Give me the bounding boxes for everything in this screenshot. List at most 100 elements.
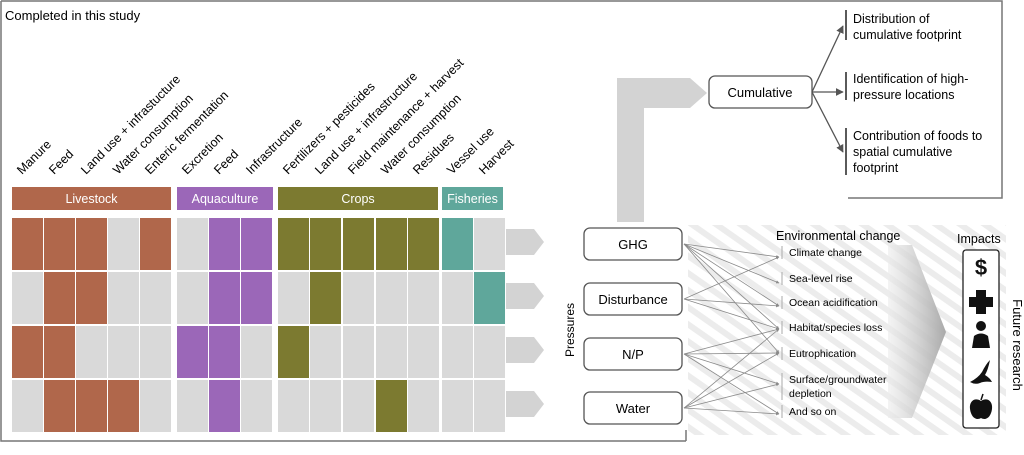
link-line bbox=[683, 351, 780, 355]
link-line bbox=[683, 353, 780, 415]
outcome-text: Distribution of bbox=[853, 12, 930, 26]
matrix-cell bbox=[177, 218, 208, 270]
matrix-cell bbox=[278, 326, 309, 378]
link-line bbox=[683, 243, 780, 354]
row-arrow bbox=[506, 229, 544, 255]
matrix-cell bbox=[343, 272, 374, 324]
row-arrow bbox=[506, 391, 544, 417]
matrix-cell bbox=[209, 380, 240, 432]
outcome-text: footprint bbox=[853, 161, 899, 175]
matrix-cell bbox=[376, 326, 407, 378]
environmental-change: depletion bbox=[789, 388, 832, 400]
pressure-box bbox=[583, 227, 683, 261]
matrix-cell bbox=[12, 272, 43, 324]
environmental-change-title: Environmental change bbox=[776, 229, 900, 243]
matrix-cell bbox=[76, 218, 107, 270]
matrix-cell bbox=[177, 272, 208, 324]
matrix-cell bbox=[44, 326, 75, 378]
matrix-cell bbox=[108, 272, 139, 324]
outcome-text: cumulative footprint bbox=[853, 28, 962, 42]
matrix-cell bbox=[140, 272, 171, 324]
matrix-cell bbox=[44, 272, 75, 324]
matrix-cell bbox=[44, 380, 75, 432]
matrix-cell bbox=[310, 218, 341, 270]
outcome-text: Contribution of foods to bbox=[853, 129, 982, 143]
link-line bbox=[683, 407, 780, 416]
link-line bbox=[683, 383, 780, 409]
column-label: Feed bbox=[46, 147, 76, 177]
matrix-cell bbox=[140, 380, 171, 432]
group-label: Crops bbox=[341, 192, 374, 206]
outcomes: Distribution of cumulative footprintIdent… bbox=[853, 12, 982, 175]
matrix-cell bbox=[474, 218, 505, 270]
matrix bbox=[12, 218, 505, 432]
matrix-cell bbox=[376, 218, 407, 270]
outcome-arrow-3 bbox=[811, 91, 844, 153]
link-line bbox=[683, 328, 780, 409]
matrix-cell bbox=[241, 218, 272, 270]
link-line bbox=[683, 243, 780, 307]
link-line bbox=[683, 243, 780, 259]
matrix-cell bbox=[408, 218, 439, 270]
pressures-label: Pressures bbox=[563, 303, 577, 357]
cumulative-label: Cumulative bbox=[727, 85, 792, 100]
cumulative-arrow bbox=[617, 78, 707, 222]
link-line bbox=[683, 256, 780, 300]
study-frame bbox=[0, 1, 686, 442]
column-label: Feed bbox=[211, 147, 241, 177]
group-label: Livestock bbox=[65, 192, 118, 206]
column-label: Manure bbox=[14, 137, 54, 177]
group-header bbox=[442, 187, 503, 210]
link-line bbox=[683, 328, 780, 355]
apple-icon bbox=[969, 393, 993, 419]
pressure-label: Water bbox=[616, 401, 651, 416]
matrix-cell bbox=[474, 272, 505, 324]
matrix-cell bbox=[408, 380, 439, 432]
matrix-cell bbox=[343, 218, 374, 270]
outcome-text: pressure locations bbox=[853, 88, 954, 102]
matrix-cell bbox=[76, 326, 107, 378]
link-line bbox=[683, 352, 780, 409]
link-line bbox=[683, 243, 780, 284]
environmental-change: Sea-level rise bbox=[789, 273, 853, 285]
matrix-cell bbox=[408, 326, 439, 378]
group-header bbox=[278, 187, 438, 210]
link-line bbox=[683, 243, 780, 330]
matrix-cell bbox=[278, 380, 309, 432]
environmental-change: Habitat/species loss bbox=[789, 322, 882, 334]
matrix-cell bbox=[76, 380, 107, 432]
matrix-cell bbox=[108, 326, 139, 378]
matrix-cell bbox=[278, 272, 309, 324]
matrix-cell bbox=[177, 326, 208, 378]
link-line bbox=[683, 298, 780, 330]
row-arrow bbox=[506, 283, 544, 309]
matrix-cell bbox=[12, 380, 43, 432]
link-line bbox=[683, 298, 780, 308]
environmental-change: Ocean acidification bbox=[789, 297, 878, 309]
matrix-cell bbox=[140, 326, 171, 378]
matrix-cell bbox=[442, 326, 473, 378]
impacts-arrow bbox=[888, 245, 946, 418]
matrix-cell bbox=[44, 218, 75, 270]
environmental-change: Climate change bbox=[789, 247, 862, 259]
impacts-title: Impacts bbox=[957, 232, 1001, 246]
matrix-cell bbox=[343, 326, 374, 378]
matrix-cell bbox=[209, 272, 240, 324]
matrix-cell bbox=[408, 272, 439, 324]
matrix-cell bbox=[140, 218, 171, 270]
matrix-cell bbox=[310, 326, 341, 378]
matrix-cell bbox=[442, 272, 473, 324]
matrix-cell bbox=[241, 272, 272, 324]
pressure-label: Disturbance bbox=[598, 292, 667, 307]
outcome-arrow-1 bbox=[811, 25, 844, 93]
matrix-cell bbox=[442, 380, 473, 432]
matrix-cell bbox=[442, 218, 473, 270]
matrix-cell bbox=[12, 326, 43, 378]
pressure-box bbox=[583, 337, 683, 371]
pressure-label: N/P bbox=[622, 347, 644, 362]
outcome-text: Identification of high- bbox=[853, 72, 968, 86]
